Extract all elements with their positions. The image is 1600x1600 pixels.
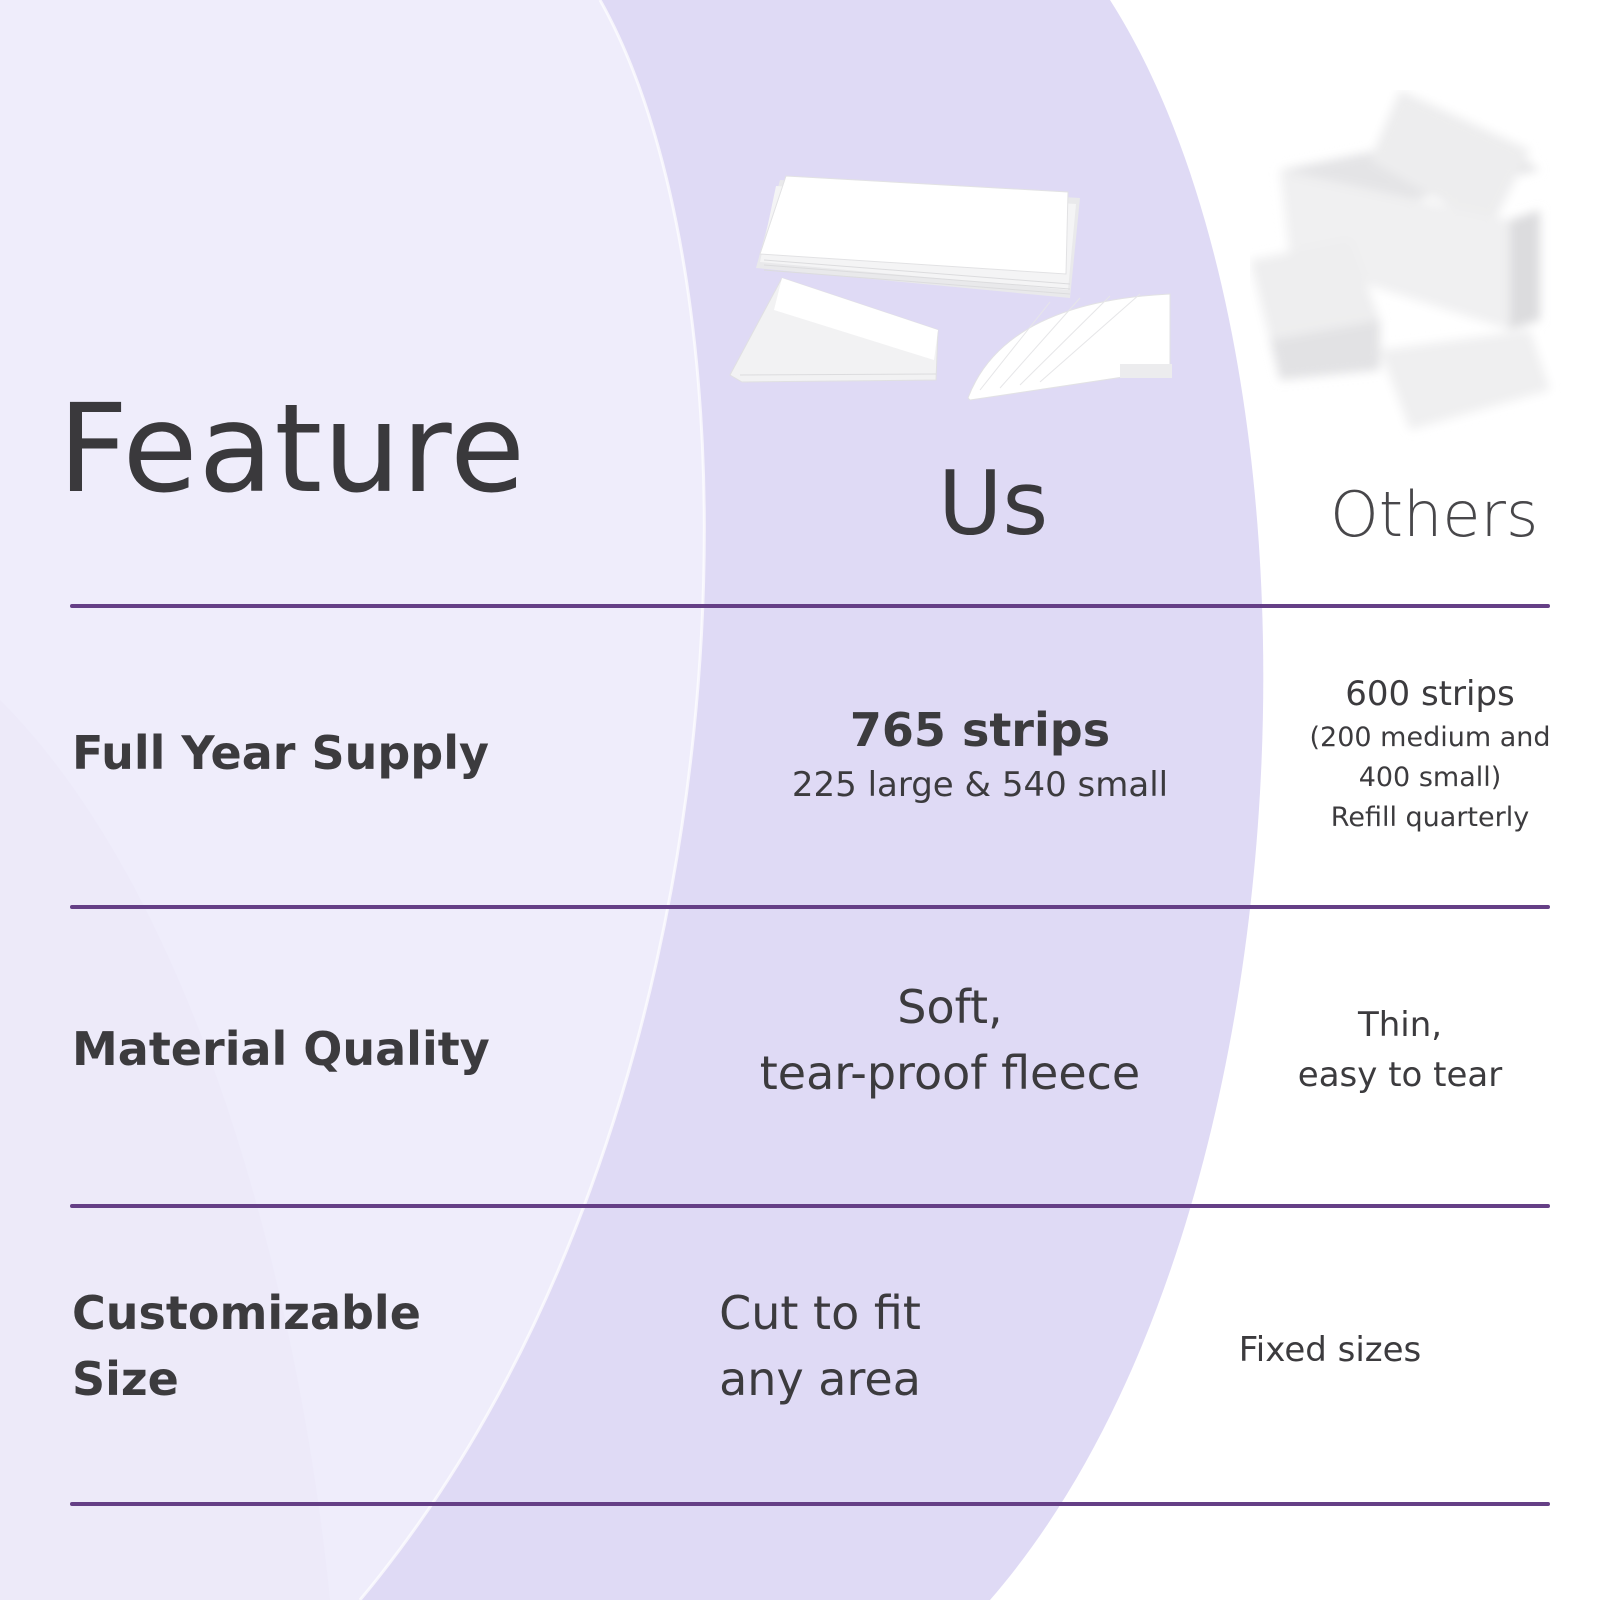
row-label-full-year-supply: Full Year Supply [72,726,489,780]
others-size-line-1: Fixed sizes [1238,1330,1422,1370]
others-column-title: Others [1330,478,1539,551]
us-cell-customizable-size: Cut to fit any area [680,1280,960,1412]
row-divider-1 [70,905,1550,909]
row-label-line-2: Size [72,1352,179,1406]
row-divider-2 [70,1204,1550,1208]
us-size-line-1: Cut to fit [719,1286,921,1340]
small-strip-stack-left [729,277,939,383]
others-material-line-1: Thin, [1357,1005,1443,1045]
others-strip-blocks [1250,90,1550,430]
us-wax-strips-illustration [729,175,1172,401]
row-divider-3 [70,1502,1550,1506]
us-size-line-2: any area [719,1352,921,1406]
others-strip-breakdown-1: (200 medium and [1309,722,1551,753]
large-strip-stack [756,175,1080,298]
row-label-line-1: Customizable [72,1286,421,1340]
others-refill-note: Refill quarterly [1330,802,1530,833]
us-column-title: Us [938,452,1049,555]
feature-column-edge [358,0,706,1600]
others-strip-count: 600 strips [1345,674,1515,714]
us-cell-full-year-supply: 765 strips 225 large & 540 small [760,698,1200,808]
header-divider [70,604,1550,608]
others-strip-breakdown-2: 400 small) [1358,762,1502,793]
us-strip-count: 765 strips [849,703,1111,757]
lower-left-shade [0,700,330,1600]
fanned-small-strips [967,293,1172,401]
others-cell-customizable-size: Fixed sizes [1210,1325,1450,1375]
others-material-line-2: easy to tear [1297,1055,1503,1095]
others-wax-strips-illustration [1250,90,1550,430]
us-cell-material-quality: Soft, tear-proof fleece [720,974,1180,1106]
row-label-material-quality: Material Quality [72,1022,490,1076]
us-material-line-2: tear-proof fleece [759,1046,1141,1100]
others-cell-full-year-supply: 600 strips (200 medium and 400 small) Re… [1265,670,1595,838]
feature-column-title: Feature [58,378,527,520]
row-label-customizable-size: Customizable Size [72,1280,421,1412]
us-material-line-1: Soft, [897,980,1003,1034]
others-cell-material-quality: Thin, easy to tear [1265,1000,1535,1100]
us-strip-breakdown: 225 large & 540 small [791,765,1169,805]
